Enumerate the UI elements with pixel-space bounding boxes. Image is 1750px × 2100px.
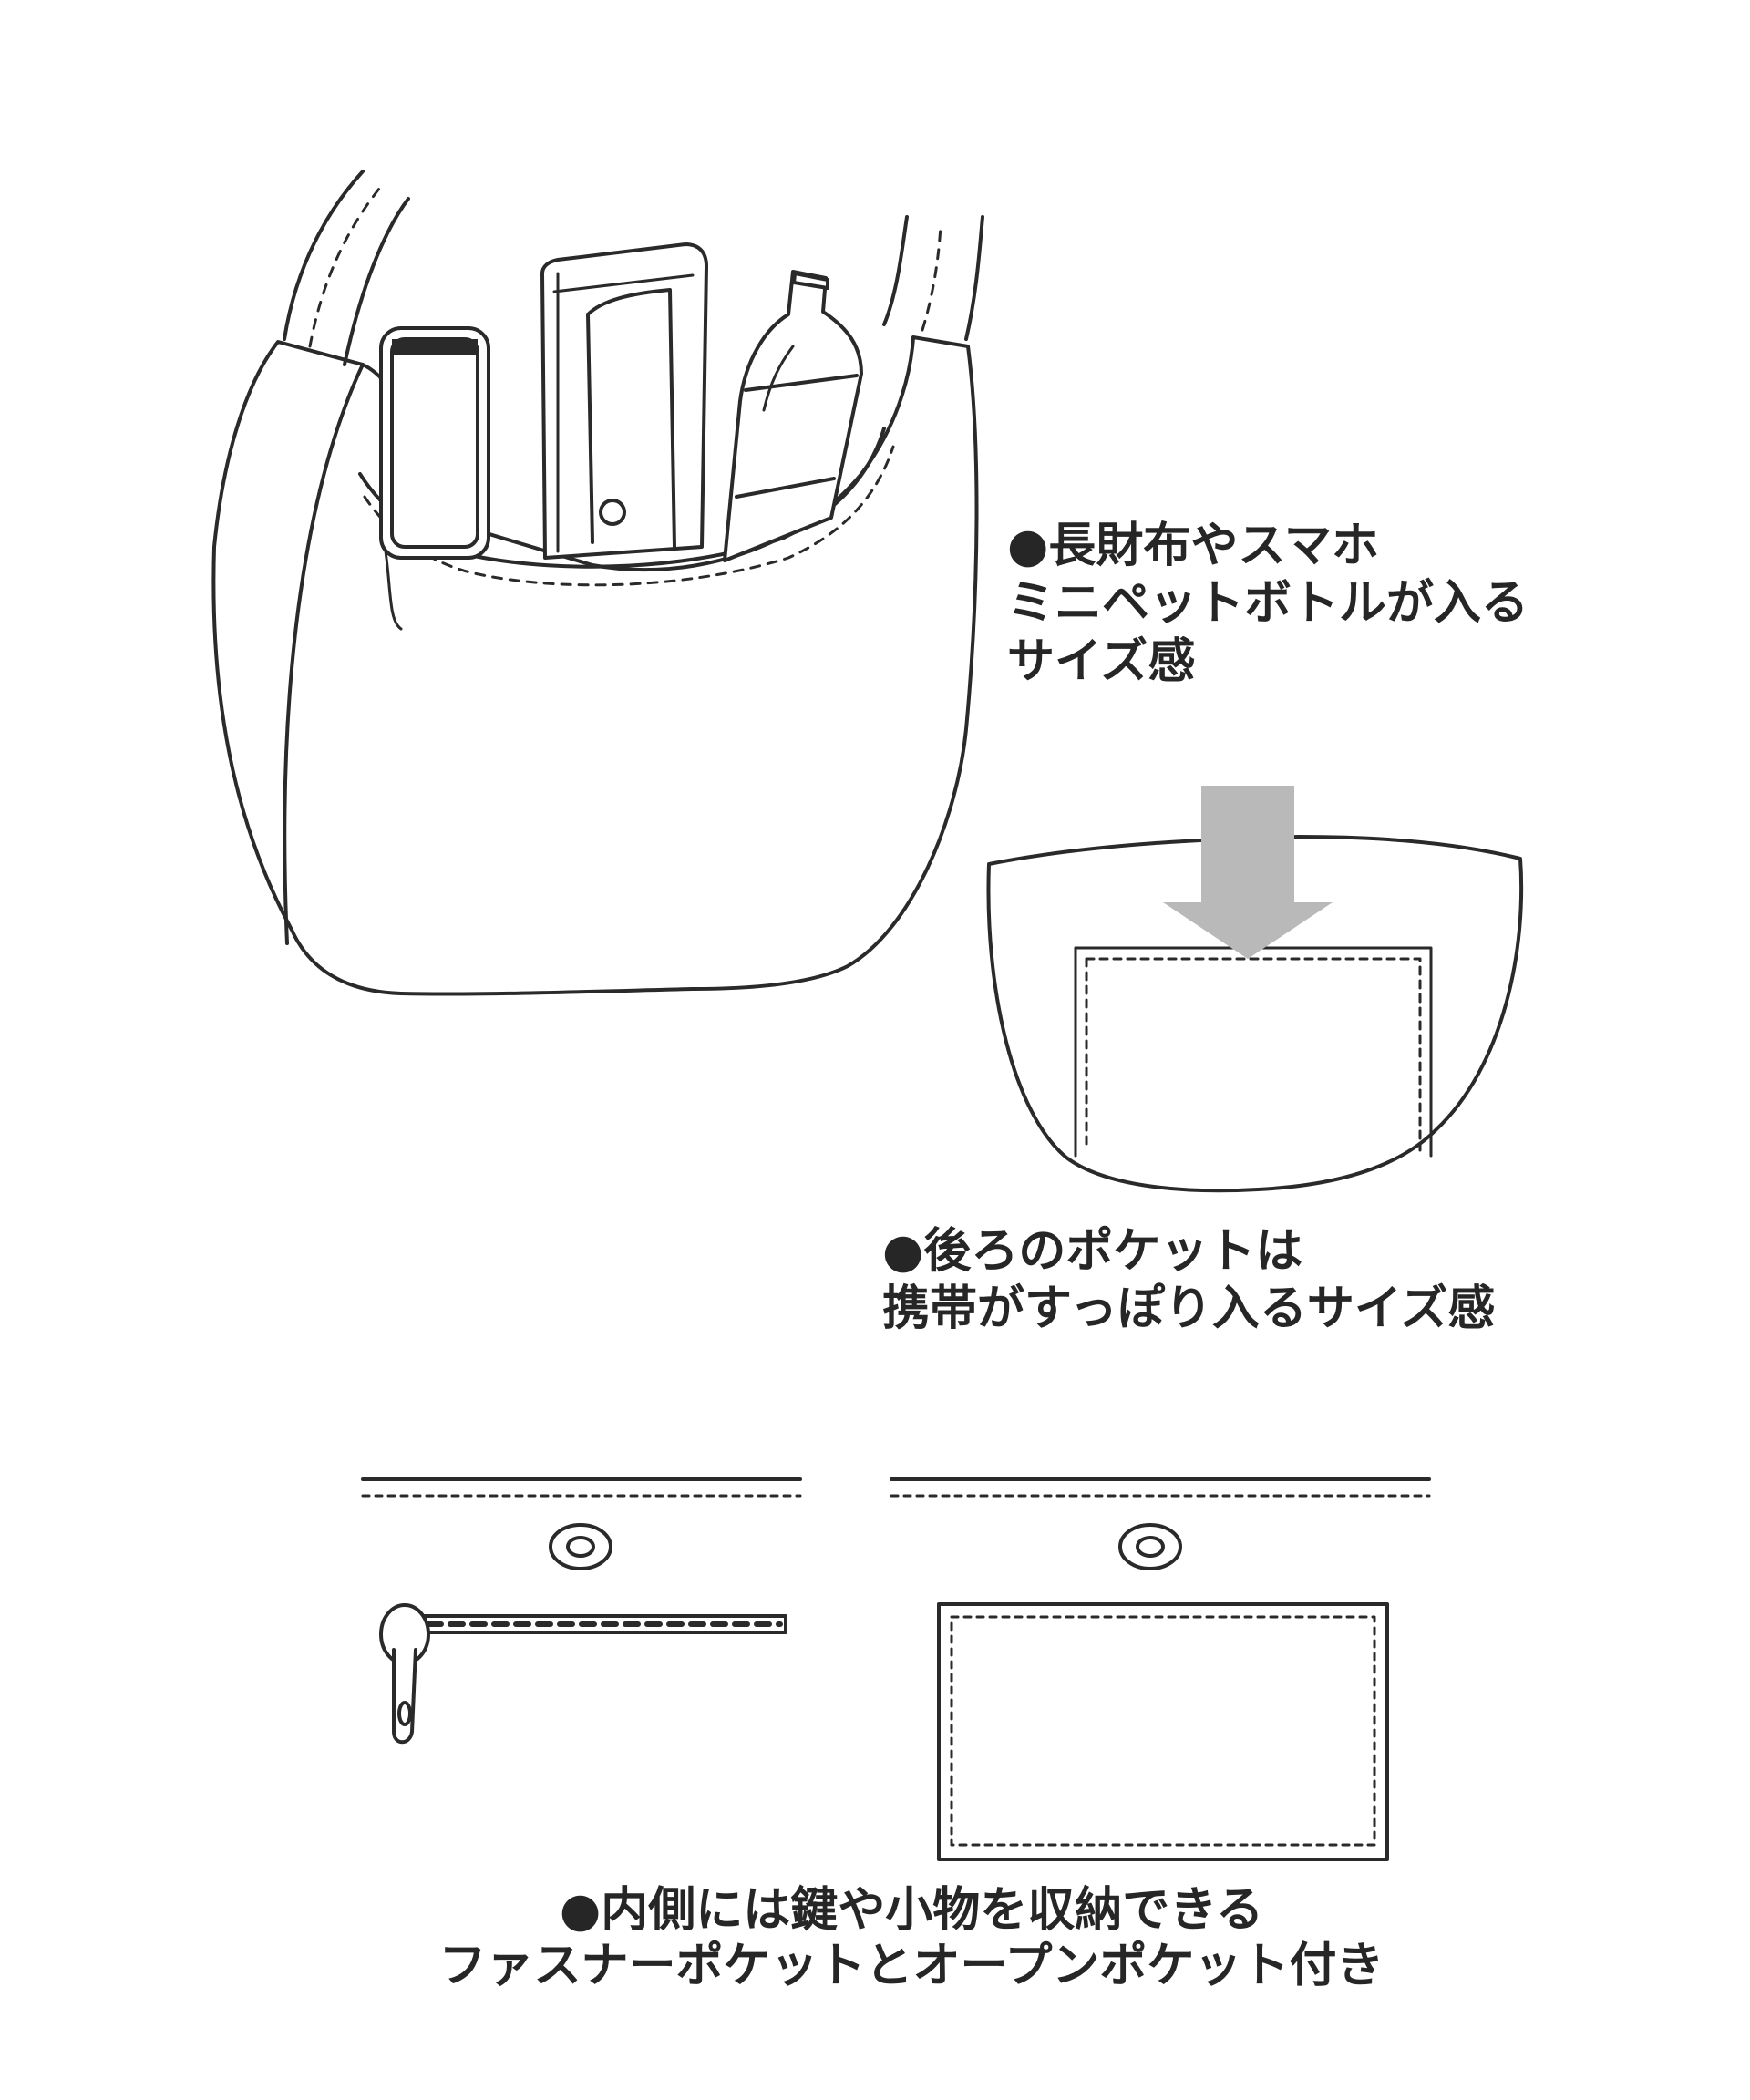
open-pocket — [937, 1602, 1389, 1861]
shoulder-bag-illustration — [211, 170, 984, 996]
right-strap — [882, 215, 984, 341]
caption-line: ●内側には鍵や小物を収納できる — [559, 1883, 1264, 1938]
bag-capacity-caption: ●長財布やスマホ ミニペットボトルが入る サイズ感 — [1007, 518, 1529, 691]
left-strap — [283, 170, 410, 366]
down-arrow-icon — [1163, 786, 1333, 959]
caption-line: ミニペットボトルが入る — [1007, 576, 1529, 632]
snap-button-icon — [1118, 1523, 1182, 1570]
bag-front-stitch — [363, 445, 895, 587]
pet-bottle-icon — [723, 270, 863, 562]
caption-line: ●長財布やスマホ — [1007, 519, 1379, 573]
inner-pockets-illustration — [361, 1477, 1431, 1861]
caption-line: ファスナーポケットとオープンポケット付き — [438, 1939, 1385, 1994]
back-pocket-caption: ●後ろのポケットは 携帯がすっぽり入るサイズ感 — [882, 1223, 1495, 1339]
phone-icon — [379, 326, 490, 560]
long-wallet-icon — [540, 242, 708, 560]
back-pocket-illustration — [986, 786, 1524, 1193]
zipper-icon — [379, 1603, 788, 1745]
snap-button-icon — [549, 1523, 612, 1570]
caption-line: ●後ろのポケットは — [882, 1224, 1303, 1279]
caption-line: 携帯がすっぽり入るサイズ感 — [882, 1282, 1496, 1337]
bag-side-seam — [283, 363, 365, 945]
inner-pockets-caption: ●内側には鍵や小物を収納できる ファスナーポケットとオープンポケット付き — [365, 1883, 1458, 1995]
caption-line: サイズ感 — [1007, 633, 1196, 689]
